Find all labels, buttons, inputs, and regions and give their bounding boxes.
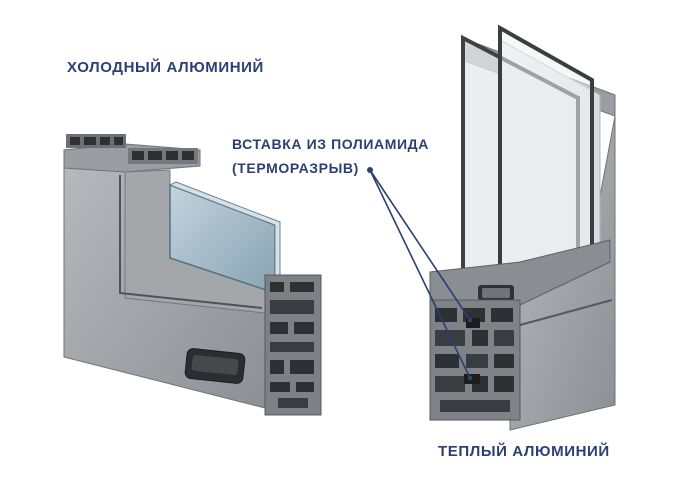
warm-aluminum-label: ТЕПЛЫЙ АЛЮМИНИЙ — [438, 443, 610, 460]
cold-aluminum-profile — [63, 134, 322, 416]
warm-glass-inner — [498, 24, 594, 283]
cold-top-cross-section — [66, 134, 198, 164]
callout-line-bottom — [369, 169, 471, 379]
polyamide-insert-callout: ВСТАВКА ИЗ ПОЛИАМИДА (ТЕРМОРАЗРЫВ) — [232, 132, 429, 180]
warm-aluminum-profile — [429, 24, 616, 431]
polyamide-strip-top — [466, 318, 480, 328]
callout-line-top — [369, 169, 471, 321]
callout-lines — [367, 167, 473, 381]
cold-aluminum-label: ХОЛОДНЫЙ АЛЮМИНИЙ — [67, 59, 264, 76]
cold-groove-line — [119, 175, 263, 309]
polyamide-insert-label: ВСТАВКА ИЗ ПОЛИАМИДА — [232, 136, 429, 152]
cold-side-cross-section — [264, 274, 322, 416]
thermal-break-label: (ТЕРМОРАЗРЫВ) — [232, 160, 359, 176]
